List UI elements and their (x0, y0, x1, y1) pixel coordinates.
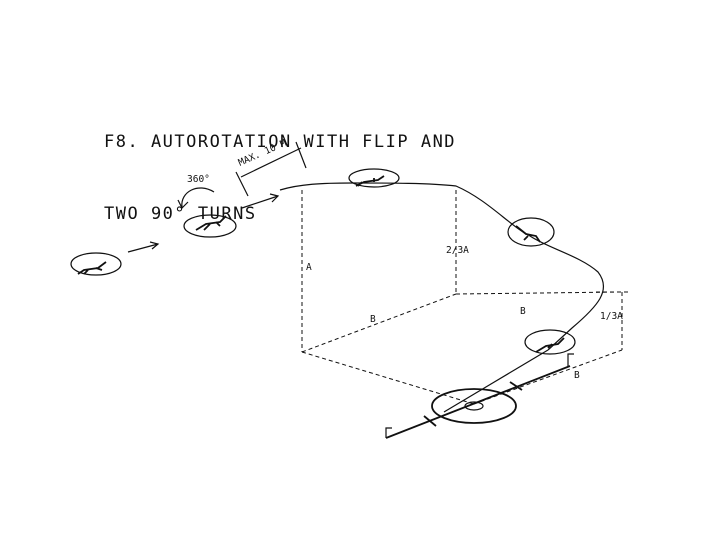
title-line-1: F8. AUTOROTATION WITH FLIP AND (104, 132, 457, 152)
label-b-left: B (370, 314, 376, 325)
flip-helicopter-icon (195, 215, 227, 231)
reference-box (301, 190, 630, 405)
maneuver-title: F8. AUTOROTATION WITH FLIP AND TWO 90° T… (104, 82, 456, 250)
label-one-third-a: 1/3A (600, 311, 623, 322)
landing-center (464, 401, 484, 411)
ground-line (385, 365, 571, 439)
turn-helicopter-ring (507, 217, 555, 247)
entry-arrow-1 (127, 243, 159, 253)
entry-path: 360° (70, 174, 280, 276)
entry-helicopter-icon (77, 261, 107, 275)
ground-tick-2 (509, 381, 523, 391)
max-distance-label: MAX. 10 M (237, 138, 289, 169)
label-b-right: B (520, 306, 526, 317)
entry-arrow-2 (241, 195, 279, 209)
pole-marker-left (385, 427, 392, 438)
landing-zone (385, 353, 574, 439)
low-helicopter-ring (524, 329, 576, 355)
final-approach-path (443, 349, 549, 413)
top-helicopter-ring (348, 168, 400, 188)
pole-marker-right (567, 353, 574, 366)
ground-tick-1 (423, 415, 437, 427)
landing-circle (431, 388, 517, 424)
flip-helicopter-ring (183, 214, 237, 238)
rotation-label: 360° (187, 174, 210, 185)
entry-helicopter-ring (70, 252, 122, 276)
flight-path (279, 182, 604, 351)
label-two-thirds-a: 2/3A (446, 245, 469, 256)
max-distance-dimension: MAX. 10 M (235, 138, 307, 197)
turn-helicopter-icon (515, 225, 541, 243)
top-helicopter-icon (355, 175, 385, 187)
low-helicopter-icon (535, 337, 565, 353)
title-line-2: TWO 90° TURNS (104, 204, 257, 224)
flip-rotation-arrow (181, 187, 215, 208)
label-a: A (306, 262, 312, 273)
label-b-low: B (574, 370, 580, 381)
